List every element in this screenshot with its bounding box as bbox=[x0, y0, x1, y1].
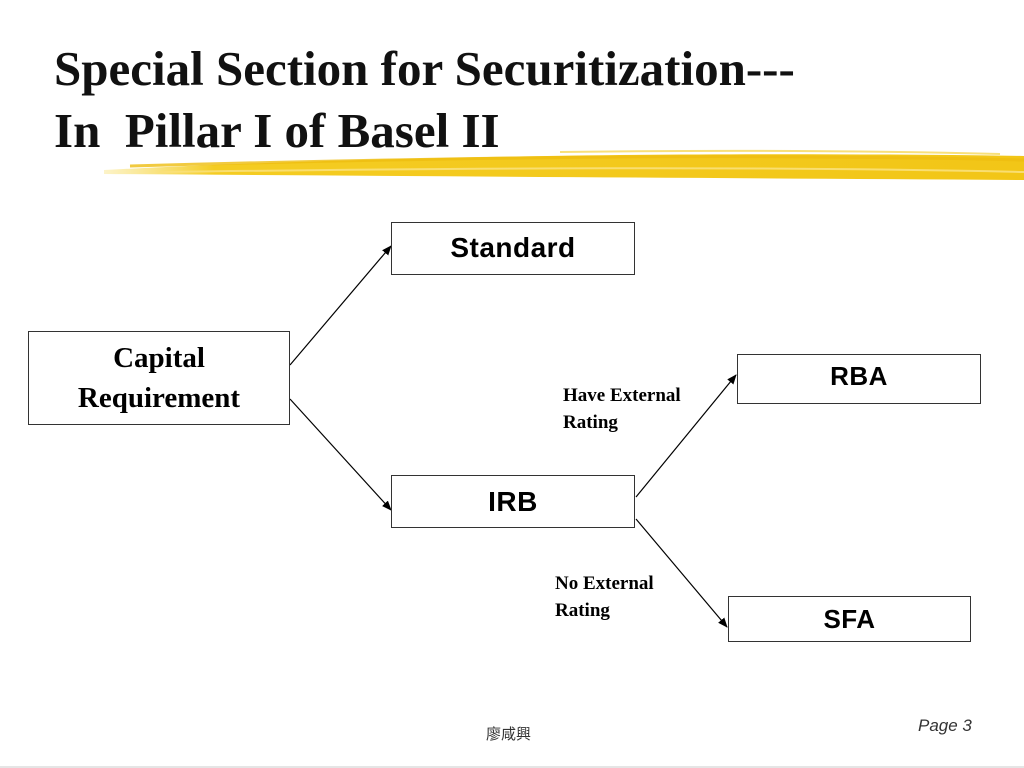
capital-requirement-line-1: Capital bbox=[113, 342, 205, 374]
arrow-irb-to-rba bbox=[635, 374, 737, 498]
sfa-box: SFA bbox=[728, 596, 971, 642]
capital-requirement-box: Capital Requirement bbox=[28, 331, 290, 425]
no-external-line-2: Rating bbox=[555, 600, 610, 621]
irb-label: IRB bbox=[488, 485, 538, 517]
footer-author: 廖咸興 bbox=[486, 725, 532, 743]
rba-label: RBA bbox=[830, 360, 888, 391]
rba-box: RBA bbox=[737, 354, 981, 404]
page-number: Page 3 bbox=[918, 716, 972, 735]
title-line-2: In Pillar I of Basel II bbox=[54, 103, 500, 158]
have-external-rating-label: Have External Rating bbox=[563, 382, 681, 436]
have-external-line-2: Rating bbox=[563, 412, 618, 433]
bottom-divider bbox=[0, 766, 1024, 768]
no-external-line-1: No External bbox=[555, 573, 654, 594]
have-external-line-1: Have External bbox=[563, 385, 681, 406]
slide-title: Special Section for Securitization--- In… bbox=[54, 38, 994, 162]
yellow-brush-underline bbox=[104, 149, 1024, 180]
standard-box: Standard bbox=[391, 222, 635, 275]
no-external-rating-label: No External Rating bbox=[555, 570, 654, 624]
irb-box: IRB bbox=[391, 475, 635, 528]
title-line-1: Special Section for Securitization--- bbox=[54, 41, 795, 96]
standard-label: Standard bbox=[450, 231, 576, 263]
sfa-label: SFA bbox=[823, 603, 876, 634]
capital-requirement-line-2: Requirement bbox=[77, 382, 241, 414]
arrow-capital-to-irb bbox=[289, 398, 392, 511]
arrow-capital-to-standard bbox=[289, 245, 392, 366]
arrow-irb-to-sfa bbox=[635, 518, 728, 628]
